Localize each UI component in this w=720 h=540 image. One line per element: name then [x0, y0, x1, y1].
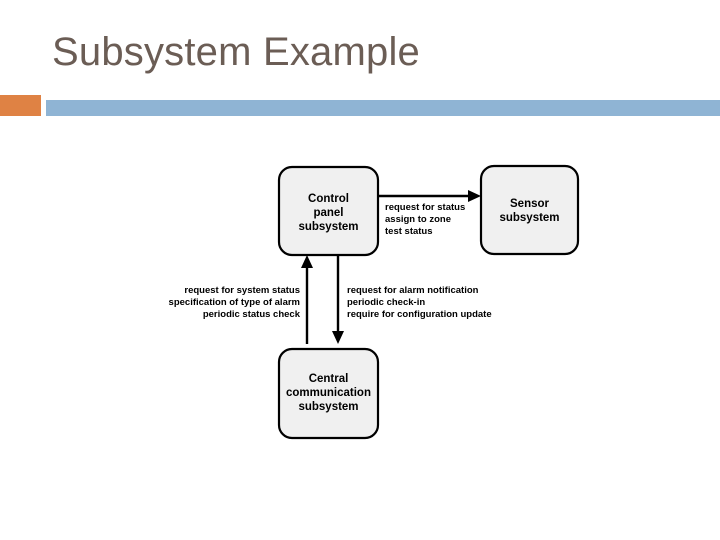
edge-label-line: test status [385, 226, 433, 237]
edge-central-communication-to-control-panel [301, 255, 313, 344]
edge-label-line: periodic status check [203, 309, 301, 320]
edge-control-panel-to-central-communication [332, 256, 344, 344]
header-divider [0, 92, 720, 118]
edge-label-control-panel-to-central-communication: request for alarm notification periodic … [347, 285, 492, 320]
accent-block [0, 95, 41, 116]
edge-label-line: request for alarm notification [347, 285, 479, 296]
edge-control-panel-to-sensor [378, 190, 481, 202]
node-control-panel-label-line-2: panel [313, 207, 343, 219]
edge-label-central-communication-to-control-panel: request for system status specification … [169, 285, 301, 320]
edge-label-line: request for status [385, 202, 465, 213]
node-central-communication-label-line-1: Central [309, 373, 349, 385]
edge-label-line: request for system status [184, 285, 300, 296]
edge-label-line: assign to zone [385, 214, 451, 225]
node-sensor-label-line-2: subsystem [499, 212, 559, 224]
header-rule-bar [46, 100, 720, 116]
node-sensor-label-line-1: Sensor [510, 198, 550, 210]
node-control-panel[interactable]: Control panel subsystem [277, 165, 380, 257]
edge-label-control-panel-to-sensor: request for status assign to zone test s… [385, 202, 465, 237]
node-sensor[interactable]: Sensor subsystem [479, 164, 580, 256]
edge-label-line: specification of type of alarm [169, 297, 300, 308]
node-central-communication-label-line-3: subsystem [298, 401, 358, 413]
node-control-panel-label-line-1: Control [308, 193, 349, 205]
edge-label-line: require for configuration update [347, 309, 492, 320]
node-central-communication-label-line-2: communication [286, 387, 371, 399]
edge-label-line: periodic check-in [347, 297, 425, 308]
node-central-communication[interactable]: Central communication subsystem [277, 347, 380, 440]
node-control-panel-label-line-3: subsystem [298, 221, 358, 233]
page-title: Subsystem Example [52, 30, 420, 74]
